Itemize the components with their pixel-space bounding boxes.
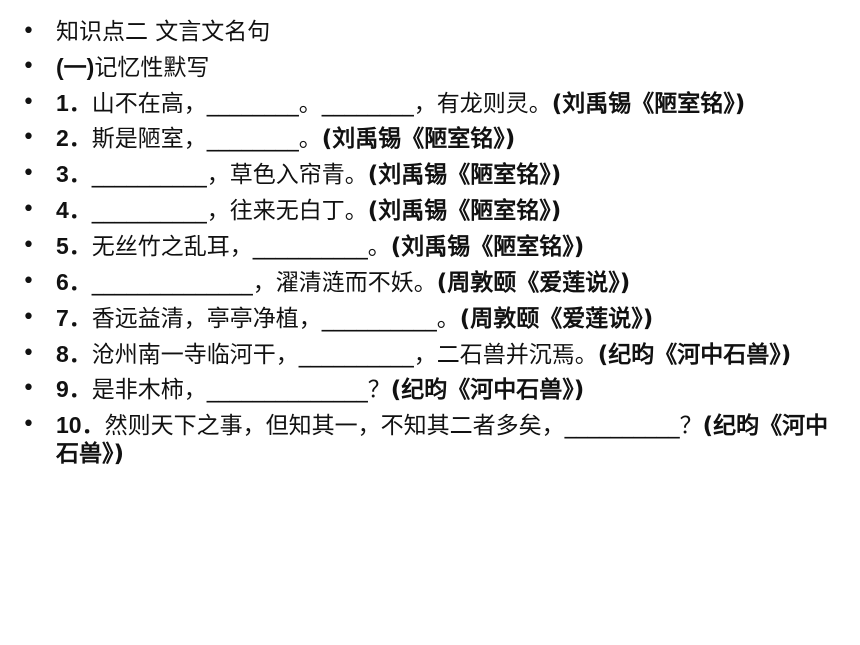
question-text: 无丝竹之乱耳，__________。 <box>91 234 391 260</box>
bullet-icon: • <box>22 161 35 186</box>
bullet-icon: • <box>22 269 35 294</box>
subheading-text: 记忆性默写 <box>94 55 210 81</box>
bullet-icon: • <box>22 305 35 330</box>
list-item-subheading: • (一)记忆性默写 <box>22 53 848 82</box>
question-number: 7． <box>56 305 92 331</box>
bullet-icon: • <box>22 341 35 366</box>
question-number: 5． <box>56 233 92 259</box>
question-source: (周敦颐《爱莲说》) <box>459 306 654 332</box>
question-source: (周敦颐《爱莲说》) <box>436 270 631 296</box>
list-item-question: • 10．然则天下之事，但知其一，不知其二者多矣，__________？(纪昀《… <box>22 411 848 468</box>
question-number: 3． <box>56 161 92 187</box>
question-text: 山不在高，________。________，有龙则灵。 <box>91 91 552 117</box>
question-number: 6． <box>56 269 92 295</box>
list-item-question: • 5．无丝竹之乱耳，__________。(刘禹锡《陋室铭》) <box>22 232 848 261</box>
question-text: ______________，濯清涟而不妖。 <box>91 270 437 296</box>
bullet-icon: • <box>22 19 35 44</box>
question-source: (刘禹锡《陋室铭》) <box>390 234 585 260</box>
bullet-icon: • <box>22 125 35 150</box>
question-number: 1． <box>56 90 92 116</box>
heading-text: 知识点二 文言文名句 <box>56 19 271 45</box>
question-text: 香远益清，亭亭净植，__________。 <box>91 306 460 332</box>
question-source: (刘禹锡《陋室铭》) <box>321 126 516 152</box>
question-source: (刘禹锡《陋室铭》) <box>367 162 562 188</box>
question-number: 4． <box>56 197 92 223</box>
question-source: (纪昀《河中石兽》) <box>56 413 829 467</box>
bullet-icon: • <box>22 376 35 401</box>
list-item-question: • 6．______________，濯清涟而不妖。(周敦颐《爱莲说》) <box>22 268 848 297</box>
question-source: (刘禹锡《陋室铭》) <box>551 91 746 117</box>
list-item-question: • 9．是非木柿，______________？(纪昀《河中石兽》) <box>22 375 848 404</box>
question-text: 是非木柿，______________？ <box>91 377 391 403</box>
bullet-icon: • <box>22 54 35 79</box>
bullet-icon: • <box>22 412 35 437</box>
question-text: __________，草色入帘青。 <box>91 162 368 188</box>
list-item-question: • 3．__________，草色入帘青。(刘禹锡《陋室铭》) <box>22 160 848 189</box>
question-number: 9． <box>56 376 92 402</box>
subheading-prefix: (一) <box>56 54 95 80</box>
question-number: 10． <box>56 412 105 438</box>
question-number: 2． <box>56 125 92 151</box>
bullet-icon: • <box>22 233 35 258</box>
question-text: __________，往来无白丁。 <box>91 198 368 224</box>
question-text: 斯是陋室，________。 <box>91 126 322 152</box>
question-number: 8． <box>56 341 92 367</box>
list-item-heading: • 知识点二 文言文名句 <box>22 18 848 46</box>
question-source: (纪昀《河中石兽》) <box>390 377 585 403</box>
bullet-icon: • <box>22 90 35 115</box>
list-item-question: • 1．山不在高，________。________，有龙则灵。(刘禹锡《陋室铭… <box>22 89 848 118</box>
question-text: 然则天下之事，但知其一，不知其二者多矣，__________？ <box>104 413 703 439</box>
list-item-question: • 8．沧州南一寺临河干，__________，二石兽并沉焉。(纪昀《河中石兽》… <box>22 340 848 369</box>
list-item-question: • 4．__________，往来无白丁。(刘禹锡《陋室铭》) <box>22 196 848 225</box>
question-text: 沧州南一寺临河干，__________，二石兽并沉焉。 <box>91 342 598 368</box>
question-source: (纪昀《河中石兽》) <box>597 342 792 368</box>
list-item-question: • 2．斯是陋室，________。(刘禹锡《陋室铭》) <box>22 124 848 153</box>
bullet-icon: • <box>22 197 35 222</box>
question-source: (刘禹锡《陋室铭》) <box>367 198 562 224</box>
bullet-list: • 知识点二 文言文名句 • (一)记忆性默写 • 1．山不在高，_______… <box>22 18 848 474</box>
list-item-question: • 7．香远益清，亭亭净植，__________。(周敦颐《爱莲说》) <box>22 304 848 333</box>
